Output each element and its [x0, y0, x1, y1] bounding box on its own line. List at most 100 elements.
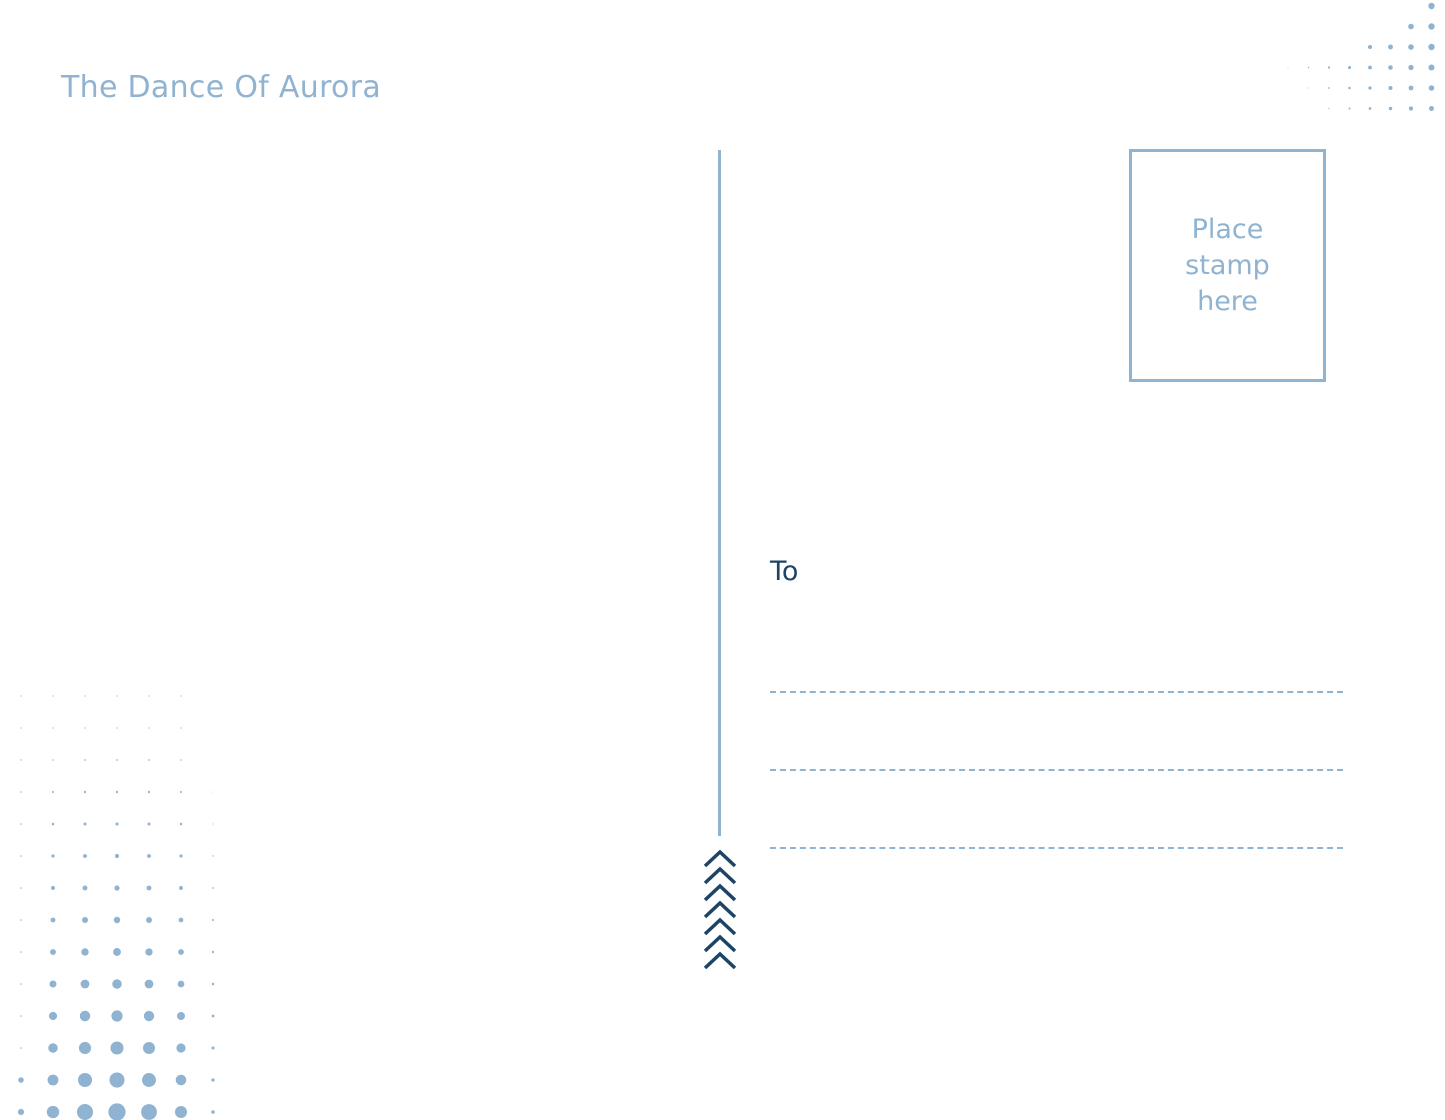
halftone-dot — [144, 979, 154, 989]
halftone-dot — [212, 919, 214, 921]
halftone-dot — [20, 887, 22, 889]
halftone-dot — [82, 885, 88, 891]
halftone-dot — [20, 855, 22, 857]
halftone-dot — [114, 885, 120, 891]
halftone-dots-bottom-left — [17, 695, 215, 1120]
halftone-dot — [1328, 107, 1330, 110]
halftone-dot — [1287, 67, 1289, 68]
halftone-dot — [1429, 106, 1434, 111]
halftone-dot — [179, 886, 183, 890]
halftone-dot — [46, 1105, 60, 1119]
halftone-dot — [20, 951, 22, 953]
halftone-dot — [175, 1074, 187, 1086]
halftone-dot — [148, 727, 150, 729]
halftone-dot — [180, 791, 182, 793]
halftone-dot — [113, 916, 121, 924]
halftone-dot — [20, 791, 22, 793]
halftone-dot — [1428, 64, 1435, 71]
halftone-dot — [141, 1104, 157, 1120]
halftone-dot — [142, 1041, 156, 1055]
halftone-dot — [147, 854, 151, 858]
halftone-dot — [147, 790, 151, 794]
halftone-dot — [179, 854, 183, 858]
halftone-dot — [1348, 107, 1351, 110]
halftone-dot — [211, 1046, 215, 1050]
halftone-dot — [1428, 2, 1435, 10]
halftone-dot — [83, 790, 87, 794]
halftone-dot — [174, 1105, 188, 1119]
halftone-dot — [83, 854, 87, 858]
halftone-dot — [47, 1074, 59, 1086]
halftone-dot — [114, 853, 120, 859]
halftone-dot — [212, 887, 214, 889]
halftone-dot — [211, 950, 215, 954]
to-label: To — [770, 556, 799, 587]
halftone-dot — [84, 727, 86, 729]
halftone-dot — [18, 1077, 24, 1083]
halftone-dot — [211, 1014, 215, 1018]
halftone-dot — [1428, 85, 1435, 91]
halftone-dot — [148, 759, 150, 761]
halftone-dot — [52, 695, 54, 697]
halftone-dot — [1348, 86, 1351, 90]
halftone-dots-top-right — [1287, 2, 1435, 111]
address-line-3[interactable] — [770, 847, 1343, 849]
address-line-2[interactable] — [770, 769, 1343, 771]
halftone-dot — [143, 1010, 155, 1022]
halftone-dot — [1388, 106, 1393, 111]
halftone-dot — [108, 1103, 126, 1120]
halftone-dot — [1307, 66, 1310, 69]
halftone-dot — [176, 1043, 186, 1053]
halftone-dot — [1428, 23, 1435, 30]
halftone-dot — [115, 822, 119, 826]
halftone-dot — [52, 759, 54, 761]
halftone-dot — [148, 695, 150, 697]
stamp-placeholder-box: Place stamp here — [1129, 149, 1326, 382]
halftone-dot — [20, 759, 22, 761]
halftone-dot — [211, 1078, 215, 1082]
halftone-dot — [81, 916, 89, 924]
halftone-dot — [116, 695, 118, 697]
halftone-dot — [51, 854, 55, 858]
halftone-dot — [49, 980, 57, 988]
halftone-dot — [20, 727, 22, 729]
halftone-dot — [83, 822, 87, 826]
halftone-dot — [1327, 66, 1331, 69]
halftone-dot — [1328, 87, 1330, 89]
halftone-dot — [116, 727, 118, 729]
halftone-dot — [113, 948, 121, 956]
halftone-dot — [80, 979, 90, 989]
halftone-dot — [145, 916, 153, 924]
halftone-dot — [147, 822, 151, 826]
halftone-dot — [52, 791, 54, 793]
halftone-dot — [1408, 23, 1414, 30]
halftone-dot — [212, 791, 214, 793]
halftone-dot — [1347, 65, 1352, 70]
halftone-dot — [77, 1072, 93, 1088]
halftone-dot — [20, 1015, 22, 1017]
halftone-dot — [145, 948, 153, 956]
halftone-dot — [20, 1047, 22, 1049]
halftone-dot — [146, 885, 152, 891]
halftone-dot — [112, 979, 122, 989]
halftone-dot — [50, 949, 56, 955]
halftone-dot — [1367, 44, 1373, 50]
halftone-dot — [212, 823, 214, 825]
halftone-dot — [109, 1072, 125, 1088]
halftone-dot — [76, 1103, 94, 1120]
halftone-dot — [52, 727, 54, 729]
halftone-dot — [1388, 44, 1393, 50]
halftone-dot — [180, 759, 182, 761]
halftone-dot — [1368, 107, 1372, 110]
halftone-dot — [51, 886, 55, 890]
halftone-dot — [180, 727, 182, 729]
halftone-dot — [50, 917, 56, 923]
halftone-dot — [1408, 106, 1414, 111]
halftone-dot — [78, 1041, 92, 1055]
address-line-1[interactable] — [770, 691, 1343, 693]
halftone-dot — [116, 759, 118, 761]
halftone-dot — [179, 822, 183, 826]
halftone-dot — [142, 1073, 156, 1087]
halftone-dot — [1388, 85, 1393, 91]
halftone-dot — [1428, 43, 1435, 51]
